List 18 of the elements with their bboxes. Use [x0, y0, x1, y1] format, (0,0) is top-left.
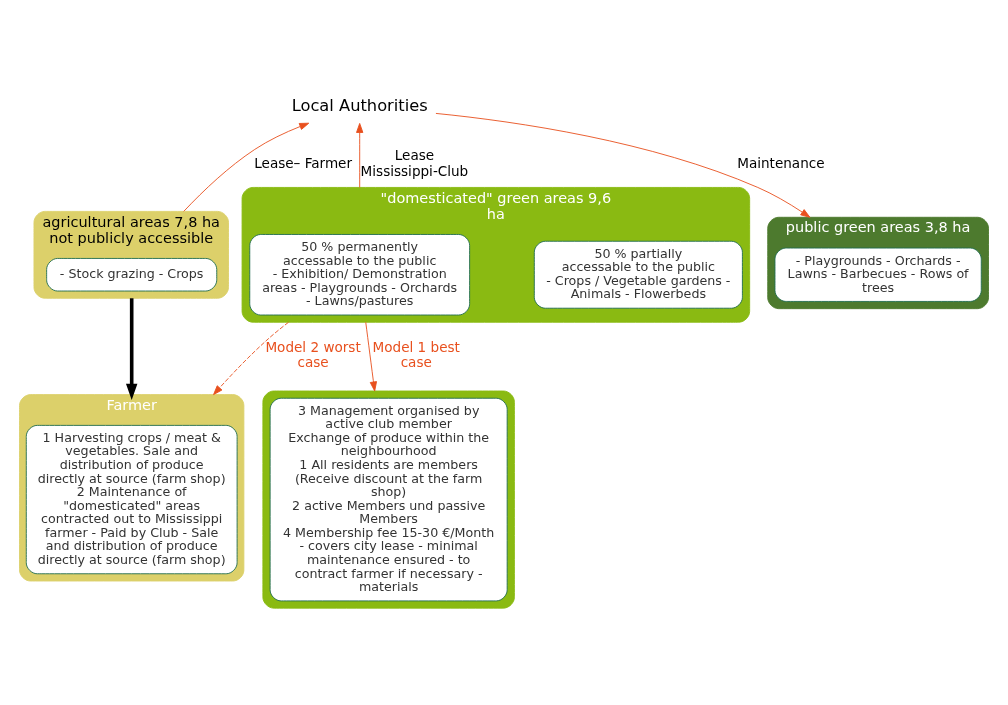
arrow [365, 321, 377, 391]
edge-label: Model 2 worst case [265, 338, 361, 370]
edge-label: Lease– Farmer [254, 154, 353, 171]
node-box: - Stock grazing - Crops [46, 257, 218, 291]
node-box: 1 Harvesting crops / meat & vegetables. Sale and distribution of produce directly at source (farm shop) 2 Maintenance of "domesticated" areas contracted out to Mississippi farmer - Paid by Club - Sale and distribution of produce directly at source (farm shop) [25, 424, 238, 574]
edge-label: Lease Mississippi-Club [360, 146, 469, 179]
arrow [183, 122, 310, 212]
node-box: - Playgrounds - Orchards - Lawns - Barbecues - Rows of trees [774, 247, 982, 302]
edge-label: Maintenance [737, 154, 825, 171]
node-box: 50 % partially accessable to the public - Crops / Vegetable gardens - Animals - Flowerbeds [533, 240, 743, 309]
arrow [356, 122, 364, 188]
arrow [125, 297, 138, 400]
node-box: 3 Management organised by active club member Exchange of produce within the neighbourhood 1 All residents are members (Receive discount at the farm shop) 2 active Members und passive Members 4 Membership fee 15-30 €/Month - covers city lease - minimal maintenance ensured - to contract farmer if necessary - materials [269, 397, 508, 601]
node-box: 50 % permanently accessable to the public - Exhibition/ Demonstration areas - Playgrounds - Orchards - Lawns/pastures [249, 233, 471, 315]
node-text: Local Authorities [291, 95, 428, 115]
edge-label: Model 1 best case [372, 338, 460, 370]
arrow [213, 321, 290, 395]
arrow [435, 112, 811, 218]
